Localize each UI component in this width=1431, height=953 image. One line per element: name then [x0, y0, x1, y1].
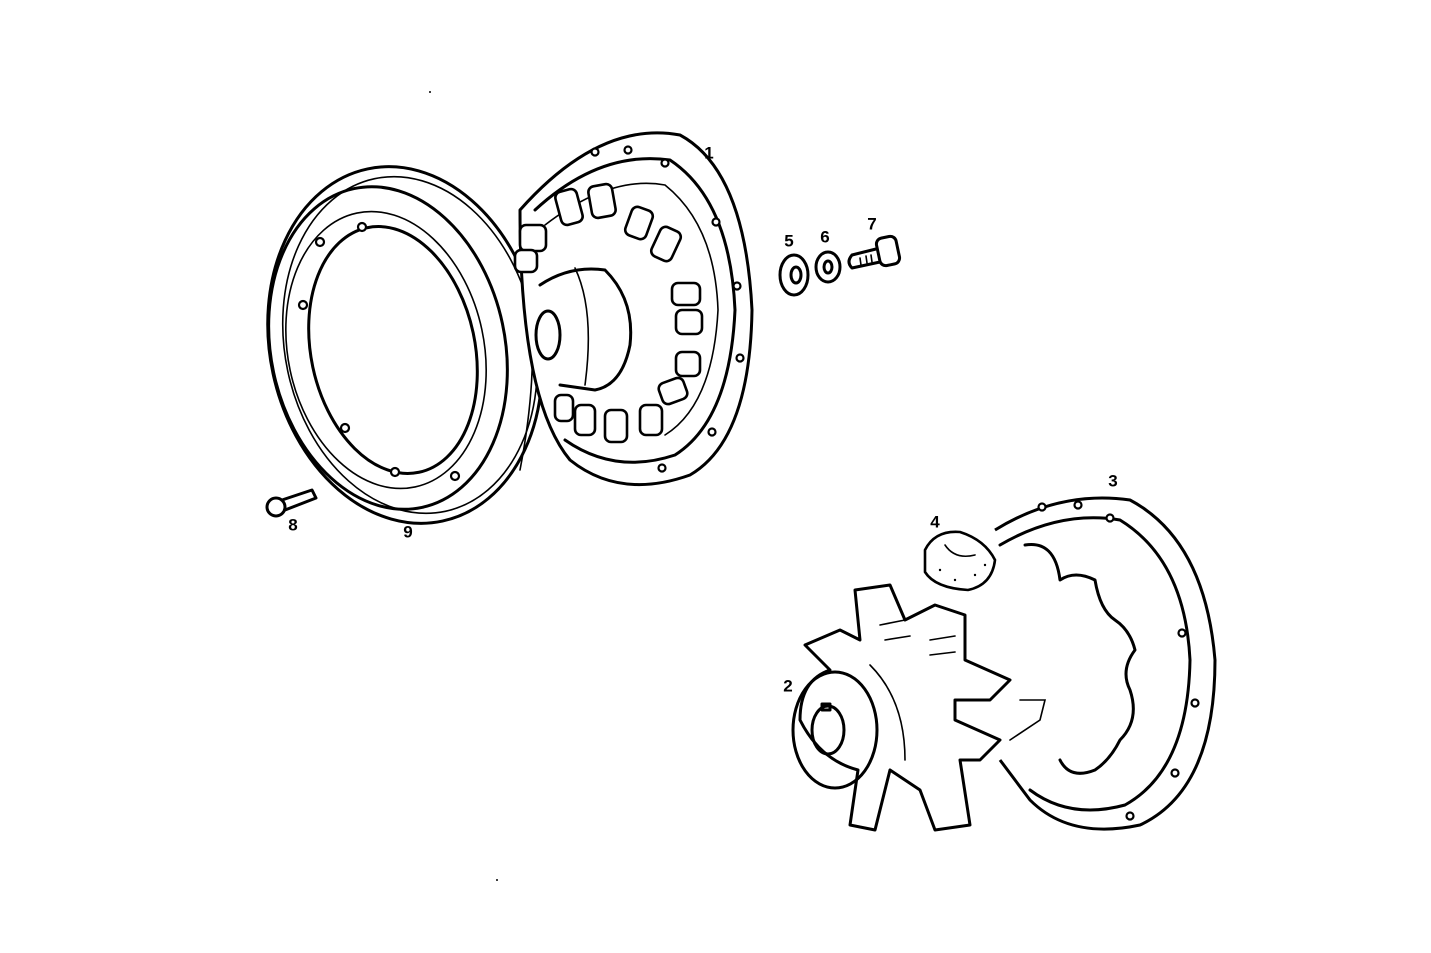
part-8-bolt[interactable]: [265, 488, 318, 518]
callout-3[interactable]: 3: [1108, 471, 1118, 491]
part-5-washer[interactable]: [778, 253, 810, 297]
part-9-flywheel-ring[interactable]: [236, 141, 575, 549]
callout-9[interactable]: 9: [403, 522, 413, 542]
part-3-outer-housing[interactable]: [994, 496, 1217, 831]
callout-6[interactable]: 6: [820, 227, 830, 247]
part-6-lock-washer[interactable]: [814, 250, 842, 284]
callout-7[interactable]: 7: [867, 214, 877, 234]
part-7-bolt[interactable]: [847, 234, 902, 270]
part-1-coupling-half[interactable]: [513, 131, 754, 487]
callout-5[interactable]: 5: [784, 231, 794, 251]
part-4-elastic-block[interactable]: [923, 530, 997, 592]
callout-8[interactable]: 8: [288, 515, 298, 535]
callout-4[interactable]: 4: [930, 512, 940, 532]
part-2-hub-star[interactable]: [791, 583, 1047, 832]
callout-1[interactable]: 1: [704, 143, 714, 163]
callout-2[interactable]: 2: [783, 676, 793, 696]
